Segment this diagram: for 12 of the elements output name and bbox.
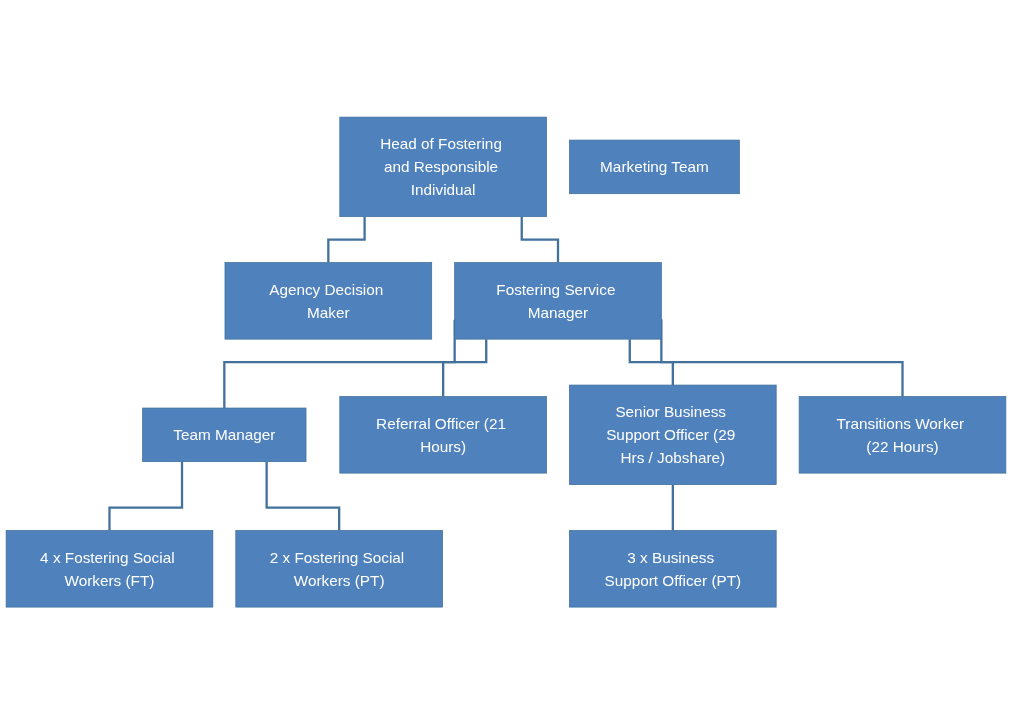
node-box: Team Manager [142, 408, 307, 463]
node-box: Referral Officer (21 Hours) [339, 396, 547, 474]
node-box: Fostering Service Manager [454, 262, 662, 340]
node-box: Senior Business Support Officer (29 Hrs / Jobshare) [569, 385, 777, 486]
node-box: Head of Fostering and Responsible Individual [339, 117, 547, 218]
node-box: Marketing Team [569, 140, 740, 195]
node-box: 2 x Fostering Social Workers (PT) [235, 530, 443, 608]
node-box: Transitions Worker (22 Hours) [798, 396, 1007, 474]
node-box: Agency Decision Maker [224, 262, 433, 340]
connector [628, 339, 674, 387]
node-box: 4 x Fostering Social Workers (FT) [5, 530, 214, 608]
node-box: 3 x Business Support Officer (PT) [569, 530, 777, 608]
